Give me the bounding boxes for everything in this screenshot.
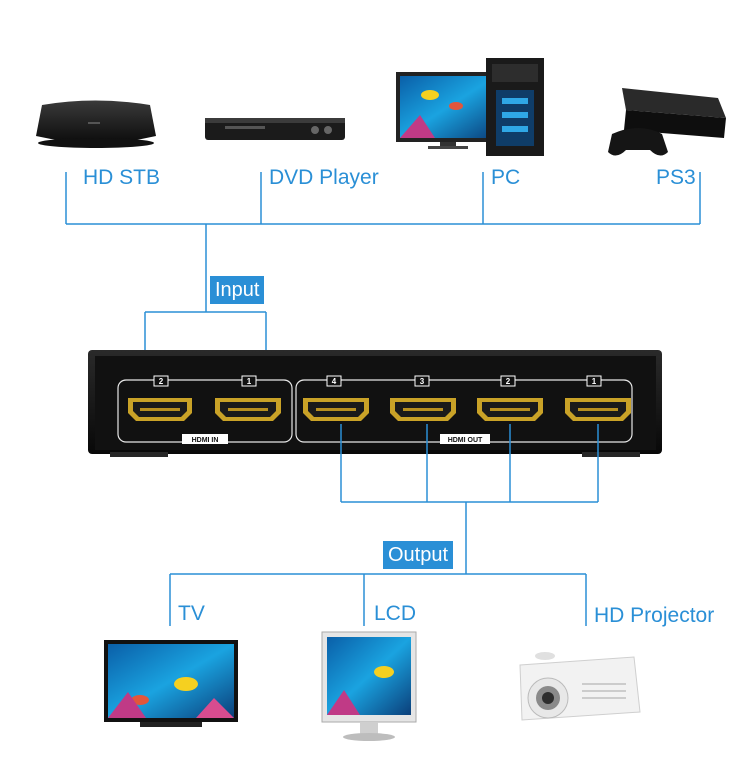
projector-icon: [519, 652, 641, 721]
display-label-tv: TV: [178, 602, 205, 625]
set-top-box-icon: [36, 100, 156, 148]
hdmi-in-group: HDMI IN: [117, 379, 293, 444]
source-connector-lines: [65, 172, 701, 370]
hdmi-input-port: 1: [215, 375, 281, 421]
display-label-lcd: LCD: [374, 602, 417, 625]
port-number: 2: [159, 377, 164, 386]
hdmi-output-port: 4: [303, 375, 369, 421]
output-tag: Output: [383, 541, 454, 569]
display-label-hd-projector: HD Projector: [594, 604, 715, 627]
hdmi-switch-device: HDMI IN HDMI OUT 2 1 4: [88, 350, 662, 457]
output-connector-lines: [169, 424, 599, 626]
input-tag: Input: [210, 276, 265, 304]
hdmi-output-port: 1: [565, 375, 631, 421]
port-number: 2: [506, 377, 511, 386]
tv-icon: [104, 640, 238, 727]
hdmi-out-group: HDMI OUT: [295, 379, 633, 444]
lcd-monitor-icon: [321, 631, 417, 741]
hdmi-in-label: HDMI IN: [192, 437, 219, 444]
hdmi-out-label: HDMI OUT: [448, 437, 483, 444]
hdmi-input-port: 2: [128, 375, 192, 421]
source-label-ps3: PS3: [656, 166, 696, 189]
port-number: 1: [592, 377, 597, 386]
source-label-dvd-player: DVD Player: [269, 166, 379, 189]
port-number: 4: [332, 377, 337, 386]
dvd-player-icon: [205, 118, 345, 140]
hdmi-output-port: 3: [390, 375, 456, 421]
source-label-hd-stb: HD STB: [83, 166, 161, 189]
port-number: 1: [247, 377, 252, 386]
hdmi-output-port: 2: [477, 375, 543, 421]
source-label-pc: PC: [491, 166, 521, 189]
port-number: 3: [420, 377, 425, 386]
game-console-icon: [608, 88, 726, 156]
desktop-pc-icon: [396, 58, 544, 156]
